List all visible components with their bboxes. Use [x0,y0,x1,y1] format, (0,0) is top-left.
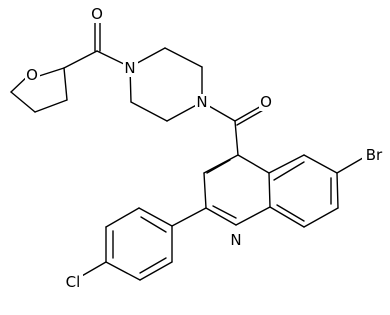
bond [235,206,271,226]
bond [269,206,305,228]
atom-labels: O O N N O Br N Cl [25,5,386,291]
bond [130,101,168,122]
bond [139,261,173,281]
atom-label: Cl [66,273,81,291]
bond [63,50,98,69]
bond [236,108,266,126]
bond [171,207,207,227]
bond [205,207,237,226]
bond [234,120,239,156]
bond [105,261,141,281]
bond [234,104,264,122]
atom-label: O [91,5,103,23]
bond [336,172,339,209]
bond [203,154,239,174]
atom-label: N [230,231,241,249]
bond-layer [10,16,369,281]
bond [276,204,305,222]
bond [212,205,237,219]
bond [203,172,207,209]
atom-n-quinoline: N [229,231,244,249]
bond [34,99,68,113]
atom-n-piperazine-left: N [123,59,138,77]
bond [10,91,36,113]
bond [38,67,65,77]
bond [237,154,270,174]
atom-br: Br [362,146,386,164]
atom-label: N [124,59,135,77]
atom-cl: Cl [63,273,83,291]
atom-label: O [260,93,272,111]
bond [268,154,305,174]
bond [268,172,271,208]
bond [63,67,68,101]
atom-n-piperazine-right: N [195,93,210,111]
bond [164,47,203,68]
bond [273,161,305,181]
atom-label: Br [366,146,383,164]
atom-label: O [26,66,38,84]
atom-o-carbonyl-top: O [90,5,105,23]
atom-o-carbonyl-mid: O [259,93,274,111]
atom-o-thf: O [25,66,40,84]
atom-label: N [196,93,207,111]
bond [105,207,140,228]
bond [206,159,231,174]
bond [303,207,339,228]
bond [303,154,338,174]
bond [139,257,167,274]
bond [79,261,107,278]
bond [140,216,167,233]
bond [138,207,173,227]
